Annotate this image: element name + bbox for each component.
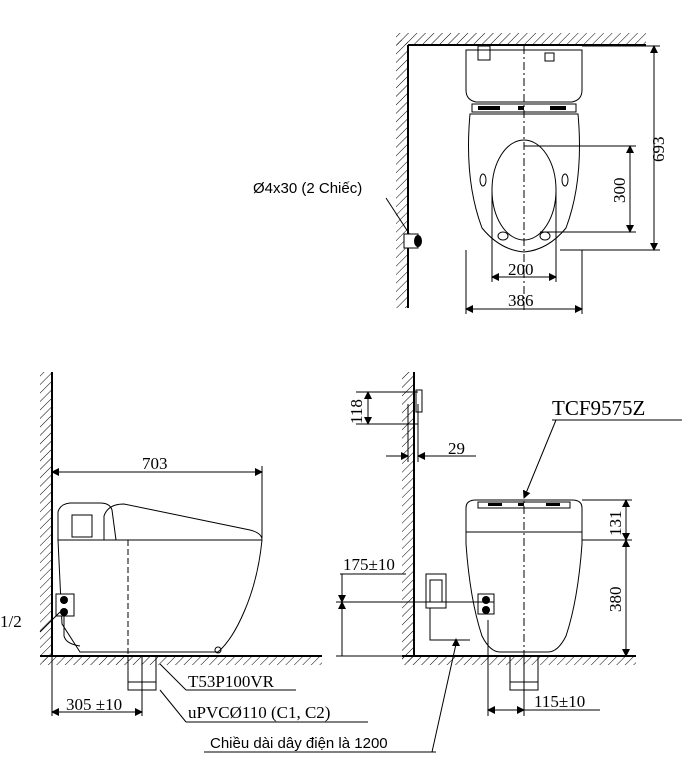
model-label: TCF9575Z [552, 396, 645, 420]
side-valve [39, 593, 81, 647]
power-outlet [425, 573, 447, 609]
front-valve [477, 593, 495, 615]
screw-label: Ø4x30 (2 Chiếc) [253, 180, 362, 197]
dim-703: 703 [142, 454, 168, 473]
dim-380: 380 [606, 587, 625, 613]
dim-118: 118 [347, 399, 366, 424]
dim-29: 29 [448, 439, 465, 458]
front-bowl [465, 531, 583, 653]
top-wall-vertical-hatch [396, 40, 408, 308]
dim-115: 115±10 [534, 692, 585, 711]
top-control-strip [471, 103, 577, 113]
front-floor-hatch [402, 656, 636, 665]
front-wall-hatch [402, 372, 414, 662]
cable-label: Chiều dài dây điện là 1200 [210, 735, 388, 752]
label-upvc: uPVCØ110 (C1, C2) [188, 703, 330, 722]
top-tank-outline [465, 49, 583, 103]
dim-200: 200 [508, 260, 534, 279]
top-view: Ø4x30 (2 Chiếc) 693 300 200 386 [253, 33, 668, 314]
side-floor-hatch [40, 656, 322, 665]
dim-131: 131 [606, 511, 625, 537]
side-wall-hatch [40, 372, 52, 662]
dim-175: 175±10 [343, 555, 395, 574]
side-lid [103, 503, 263, 541]
side-view: 703 1/2 305 ±10 T53P100VR uPVCØ110 [0, 372, 368, 723]
side-tank [57, 502, 117, 541]
dim-693: 693 [649, 137, 668, 163]
dim-300: 300 [610, 178, 629, 204]
screw-fixture [385, 197, 422, 249]
top-tank-button [544, 52, 555, 62]
side-bowl [57, 539, 263, 653]
top-wall-horizontal-hatch [396, 33, 646, 45]
label-t53: T53P100VR [188, 672, 275, 691]
top-valve [477, 45, 491, 61]
dim-386: 386 [508, 291, 534, 310]
front-lid [465, 499, 583, 533]
pipe-label-partial: 1/2 [0, 612, 22, 631]
front-view: 118 29 TCF9575Z [336, 372, 682, 716]
top-bowl-outline [468, 113, 580, 253]
dim-305: 305 ±10 [66, 695, 122, 714]
